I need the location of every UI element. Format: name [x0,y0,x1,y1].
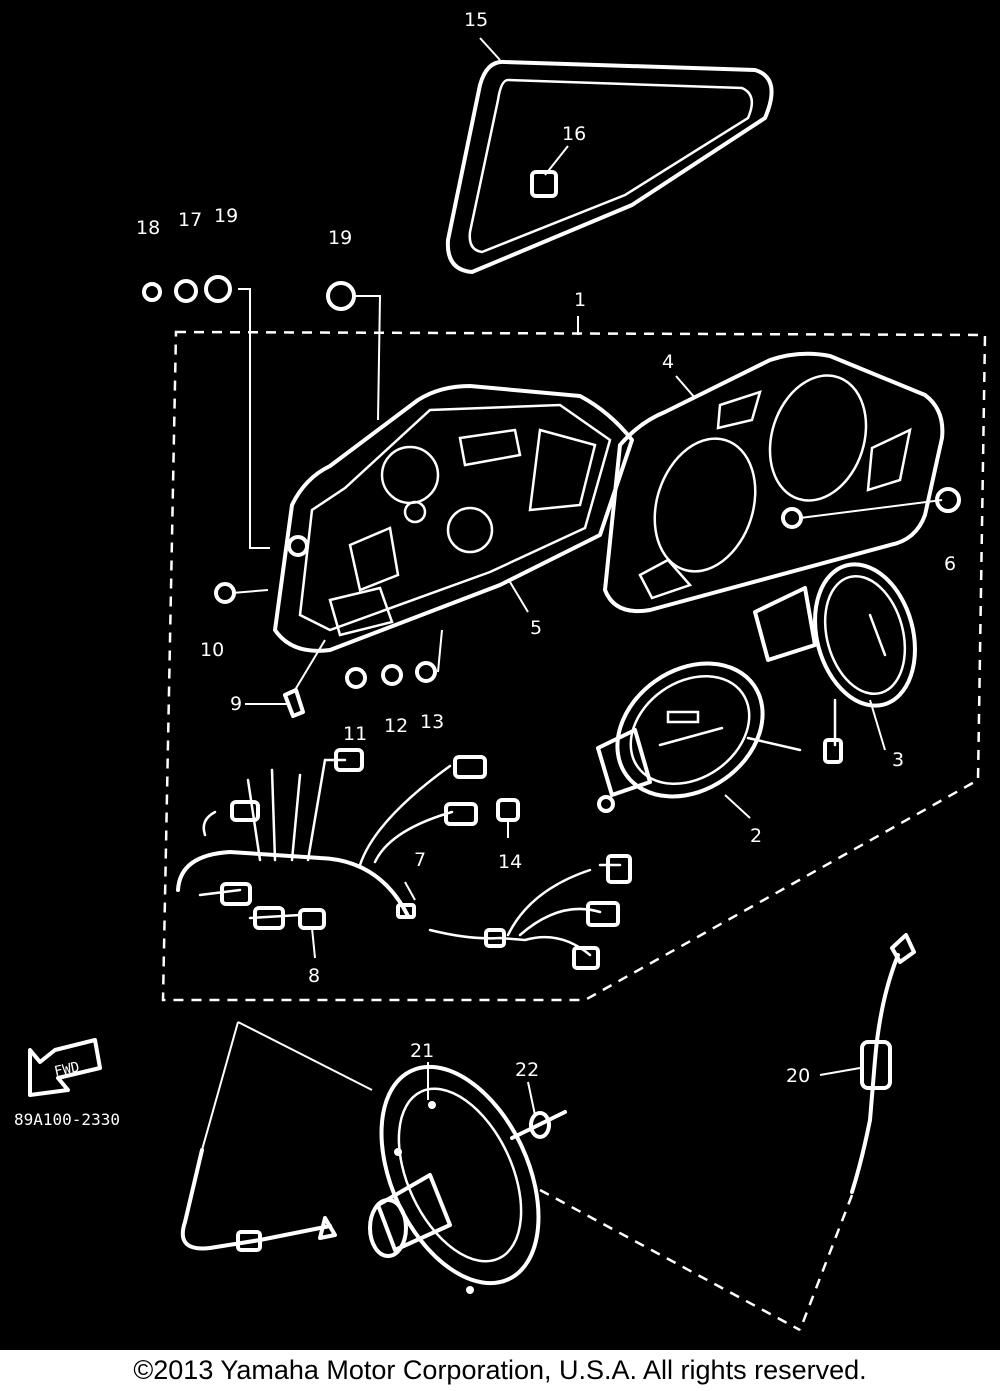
callout-2: 2 [750,825,762,847]
callout-17: 17 [178,209,202,231]
part-19-nut-right [326,281,356,311]
drive-cable [180,1148,337,1252]
callout-18: 18 [136,217,160,239]
diagram-code: 89A100-2330 [14,1110,120,1129]
callout-14: 14 [498,851,522,873]
part-12-bulb-socket [381,664,403,686]
part-22-bolt [510,1110,567,1140]
fwd-arrow: FWD [28,1038,102,1097]
callout-3: 3 [892,749,904,771]
part-5-meter-housing [273,384,634,653]
part-7-wire-harness [176,748,632,970]
leader-lines [201,37,943,1332]
assembly-boundary-1 [161,330,987,1002]
fwd-label: FWD [53,1059,81,1080]
callout-labels: 15 16 18 17 19 19 1 4 6 5 10 9 11 12 13 … [14,9,956,1129]
part-3-tachometer [753,562,917,764]
callout-16: 16 [562,123,586,145]
callout-19-right: 19 [328,227,352,249]
part-16-pad [530,170,558,198]
part-13-bulb-socket [415,661,437,683]
part-9-screw [283,688,305,718]
part-18-washer [142,282,162,302]
part-8-bulb [298,908,326,930]
callout-13: 13 [420,711,444,733]
callout-6: 6 [944,553,956,575]
callout-7: 7 [414,849,426,871]
part-2-speedometer [596,661,802,813]
callout-10: 10 [200,639,224,661]
part-17-grommet [174,279,198,303]
callout-20: 20 [786,1065,810,1087]
callout-19-left: 19 [214,205,238,227]
part-21-speedometer-gear [368,1064,541,1294]
callout-22: 22 [515,1059,539,1081]
part-4-meter-case [603,351,945,613]
callout-4: 4 [662,351,674,373]
part-19-nut-left [204,275,232,303]
part-14-bulb [496,798,520,822]
part-11-bulb-socket [345,667,367,689]
copyright-footer: ©2013 Yamaha Motor Corporation, U.S.A. A… [0,1350,1000,1391]
callout-12: 12 [384,715,408,737]
part-20-speedometer-cable [850,933,916,1194]
meter-assembly-diagram: FWD 15 16 18 17 19 19 1 4 6 5 10 9 11 12… [14,9,987,1332]
callout-21: 21 [410,1040,434,1062]
callout-9: 9 [230,693,242,715]
callout-5: 5 [530,617,542,639]
part-10-grommet [214,582,236,604]
callout-11: 11 [343,723,367,745]
part-15-meter-lens [445,59,774,274]
callout-15: 15 [464,9,488,31]
callout-8: 8 [308,965,320,987]
callout-1: 1 [574,289,586,311]
